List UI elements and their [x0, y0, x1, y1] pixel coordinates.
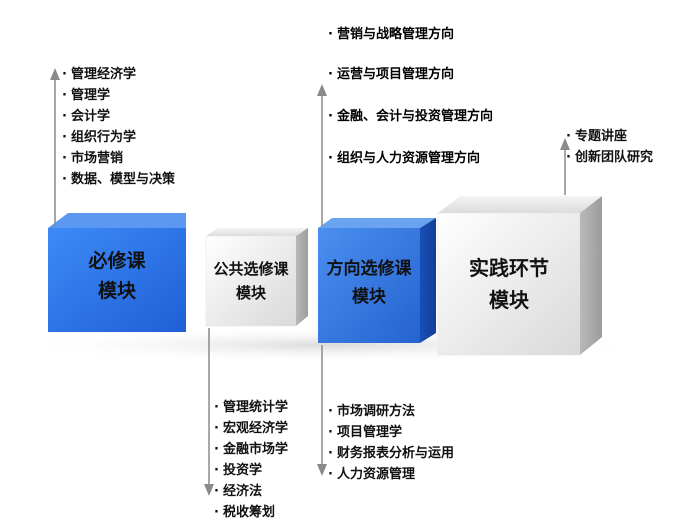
list-item: ·经济法 — [214, 484, 263, 499]
list-item: ·运营与项目管理方向 — [328, 67, 455, 82]
practice-module-box — [437, 196, 602, 356]
list-item: ·金融、会计与投资管理方向 — [328, 109, 494, 124]
list-item: ·会计学 — [62, 109, 111, 124]
direction-elective-module-box — [318, 218, 436, 343]
list-item: ·组织行为学 — [62, 130, 137, 145]
public-elective-courses-list: ·管理统计学 ·宏观经济学 ·金融市场学 ·投资学 ·经济法 ·税收筹划 — [214, 397, 288, 523]
list-item: ·市场营销 — [62, 151, 124, 166]
direction-elective-module-label: 方向选修课 模块 — [318, 255, 420, 311]
practice-module-label: 实践环节 模块 — [438, 252, 580, 316]
public-elective-module-subtitle: 模块 — [235, 284, 266, 302]
list-item: ·管理经济学 — [62, 67, 137, 82]
public-elective-module-label: 公共选修课 模块 — [206, 257, 296, 305]
list-item: ·专题讲座 — [566, 129, 628, 144]
list-item: ·创新团队研究 — [566, 150, 654, 165]
required-module-box — [48, 213, 186, 332]
public-elective-module-box — [205, 228, 308, 327]
list-item: ·人力资源管理 — [328, 467, 416, 482]
list-item: ·市场调研方法 — [328, 404, 416, 419]
list-item: ·投资学 — [214, 463, 263, 478]
list-item: ·项目管理学 — [328, 425, 403, 440]
required-module-title: 必修课 — [88, 250, 146, 272]
direction-elective-module-title: 方向选修课 — [326, 259, 412, 279]
list-item: ·宏观经济学 — [214, 421, 289, 436]
list-item: ·金融市场学 — [214, 442, 289, 457]
arrows — [50, 68, 570, 496]
list-item: ·管理学 — [62, 88, 111, 103]
list-item: ·财务报表分析与运用 — [328, 446, 455, 461]
practice-module-title: 实践环节 — [469, 256, 549, 280]
required-courses-list: ·管理经济学 ·管理学 ·会计学 ·组织行为学 ·市场营销 ·数据、模型与决策 — [62, 64, 175, 190]
public-elective-module-title: 公共选修课 — [213, 260, 289, 278]
required-module-label: 必修课 模块 — [48, 246, 186, 306]
practice-module-subtitle: 模块 — [489, 288, 529, 312]
required-module-subtitle: 模块 — [97, 280, 136, 302]
list-item: ·数据、模型与决策 — [62, 172, 176, 187]
list-item: ·组织与人力资源管理方向 — [328, 151, 481, 166]
direction-elective-module-subtitle: 模块 — [352, 287, 386, 307]
list-item: ·税收筹划 — [214, 505, 276, 520]
practice-items-list: ·专题讲座 ·创新团队研究 — [566, 126, 653, 168]
direction-courses-list: ·市场调研方法 ·项目管理学 ·财务报表分析与运用 ·人力资源管理 — [328, 401, 454, 485]
list-item: ·营销与战略管理方向 — [328, 27, 455, 42]
list-item: ·管理统计学 — [214, 400, 289, 415]
